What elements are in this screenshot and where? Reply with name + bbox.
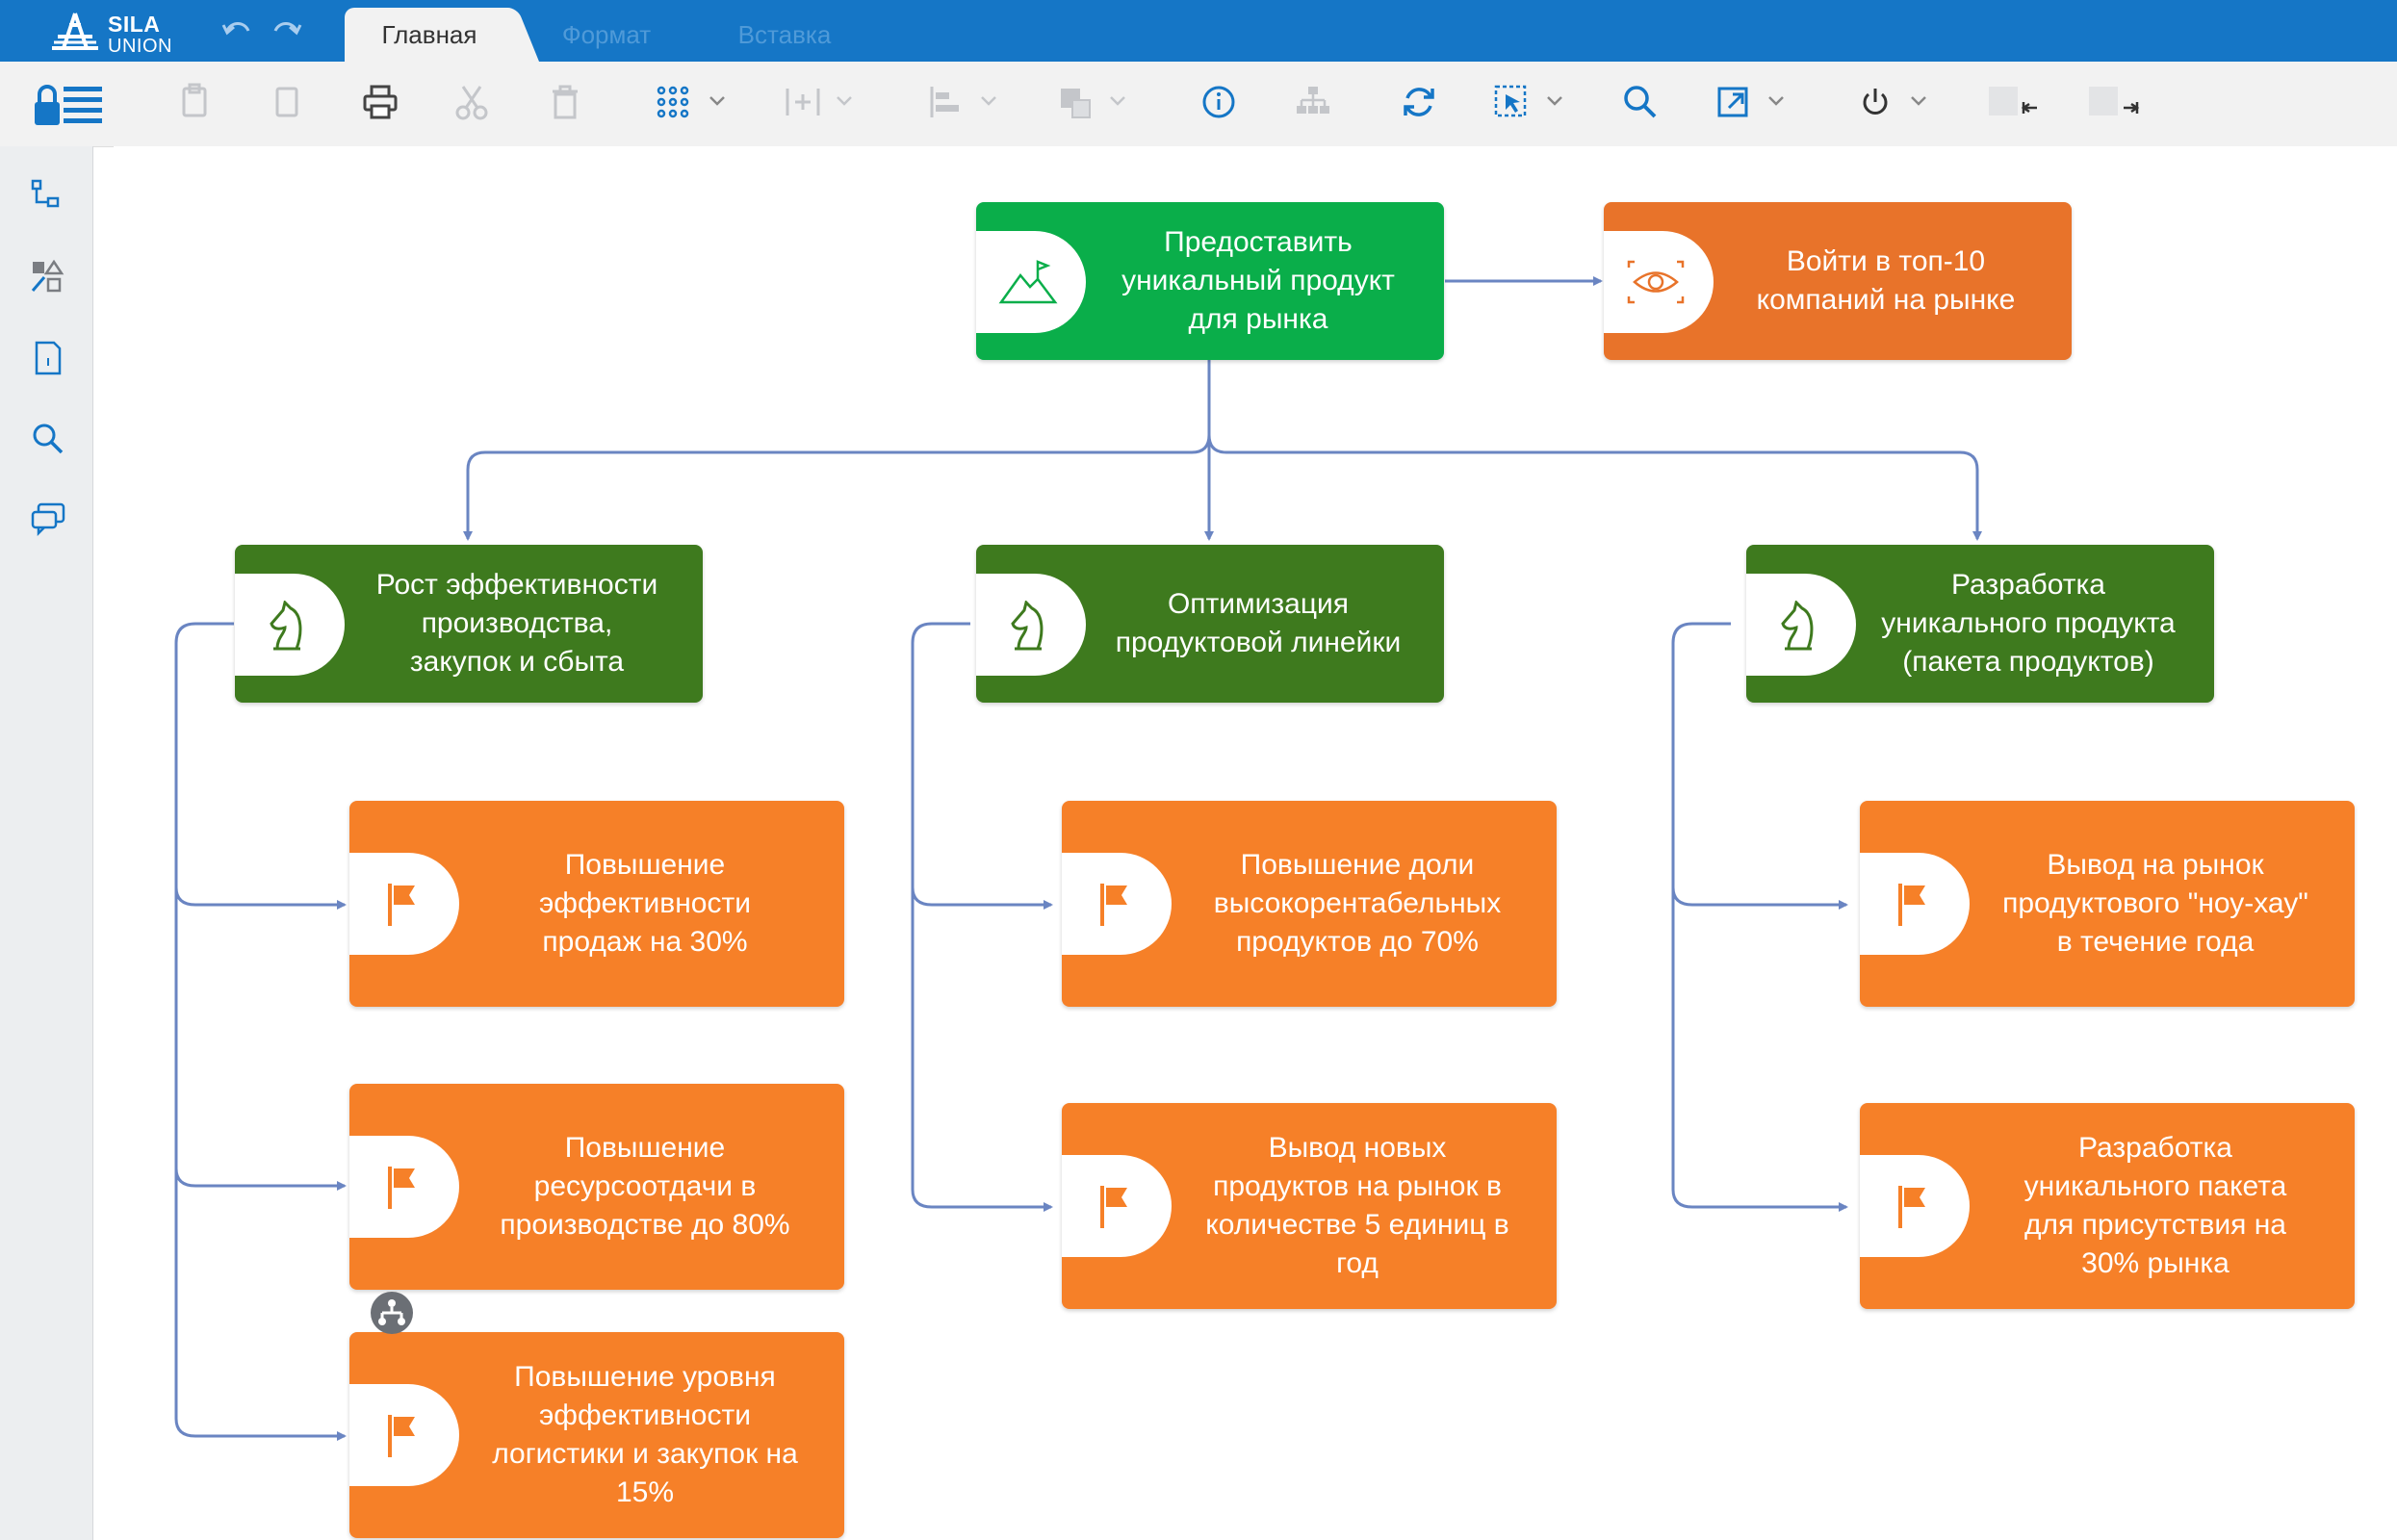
- undo-icon[interactable]: [219, 13, 254, 44]
- vision-node[interactable]: Войти в топ-10 компаний на рынке: [1604, 202, 2072, 360]
- print-icon[interactable]: [362, 83, 399, 125]
- flag-icon: [1898, 884, 1925, 926]
- redo-icon[interactable]: [270, 13, 304, 44]
- ribbon-toolbar: [0, 62, 2397, 147]
- chevron-down-icon[interactable]: [1767, 94, 1785, 112]
- align-icon[interactable]: [928, 83, 967, 125]
- tab-insert[interactable]: Вставка: [737, 20, 832, 49]
- node-label: Повышение уровня эффективности логистики…: [492, 1361, 798, 1508]
- node-label: Рост эффективности производства, закупок…: [375, 569, 658, 678]
- logo-line1: SILA: [108, 12, 161, 37]
- node-label: Вывод на рынок продуктового "ноу-хау" в …: [2002, 849, 2308, 958]
- tab-format[interactable]: Формат: [561, 20, 652, 49]
- node-label: Войти в топ-10 компаний на рынке: [1756, 245, 2016, 316]
- chevron-down-icon[interactable]: [980, 94, 997, 112]
- node-label: Разработка уникального продукта (пакета …: [1881, 569, 2176, 678]
- task-node[interactable]: Повышение уровня эффективности логистики…: [349, 1332, 844, 1538]
- node-label: Повышение ресурсоотдачи в производстве д…: [500, 1132, 790, 1241]
- task-node[interactable]: Повышение ресурсоотдачи в производстве д…: [349, 1084, 844, 1290]
- select-icon[interactable]: [1492, 83, 1531, 125]
- delete-icon[interactable]: [549, 83, 581, 125]
- title-bar: SILA UNION Главная Формат Вставка: [0, 0, 2397, 62]
- node-label: Оптимизация продуктовой линейки: [1115, 588, 1402, 658]
- tree-icon[interactable]: [29, 177, 67, 216]
- chess-knight-icon: [1011, 601, 1044, 651]
- left-side-panel: [0, 146, 93, 1540]
- app-logo: SILA UNION: [48, 10, 183, 58]
- flag-icon: [388, 1167, 415, 1209]
- flag-icon: [1100, 1186, 1127, 1228]
- tab-home[interactable]: Главная: [345, 8, 514, 62]
- mountain-flag-icon: [998, 260, 1058, 304]
- chevron-down-icon[interactable]: [836, 94, 853, 112]
- flag-icon: [388, 884, 415, 926]
- node-label: Вывод новых продуктов на рынок в количес…: [1205, 1132, 1509, 1279]
- info-icon[interactable]: [1199, 83, 1238, 125]
- comments-icon[interactable]: [29, 500, 67, 539]
- chevron-down-icon[interactable]: [1546, 94, 1563, 112]
- strategy-node[interactable]: Разработка уникального продукта (пакета …: [1746, 545, 2214, 703]
- task-node[interactable]: Повышение доли высокорентабельных продук…: [1062, 801, 1557, 1007]
- node-label: Повышение доли высокорентабельных продук…: [1213, 849, 1502, 958]
- flag-icon: [388, 1415, 415, 1457]
- chevron-down-icon[interactable]: [1910, 94, 1927, 112]
- task-node[interactable]: Разработка уникального пакета для присут…: [1860, 1103, 2355, 1309]
- node-label: Разработка уникального пакета для присут…: [2023, 1132, 2287, 1279]
- goal-root-node[interactable]: Предоставить уникальный продукт для рынк…: [976, 202, 1444, 360]
- indent-right-icon[interactable]: [2087, 83, 2141, 125]
- chess-knight-icon: [270, 601, 302, 651]
- sila-logo-icon: [52, 13, 98, 50]
- paste-icon[interactable]: [179, 83, 212, 125]
- node-label: Предоставить уникальный продукт для рынк…: [1121, 226, 1395, 335]
- flag-icon: [1898, 1186, 1925, 1228]
- shapes-icon[interactable]: [29, 258, 67, 296]
- task-node[interactable]: Повышение эффективности продаж на 30%: [349, 801, 844, 1007]
- node-label: Повышение эффективности продаж на 30%: [538, 849, 751, 958]
- page-icon[interactable]: [29, 339, 67, 377]
- chess-knight-icon: [1781, 601, 1814, 651]
- lock-list-icon[interactable]: [33, 81, 106, 125]
- task-node[interactable]: Вывод на рынок продуктового "ноу-хау" в …: [1860, 801, 2355, 1007]
- connector-lines: [174, 276, 1982, 1441]
- grid-icon[interactable]: [655, 83, 691, 125]
- logo-line2: UNION: [108, 36, 172, 57]
- copy-icon[interactable]: [271, 83, 304, 125]
- arrange-icon[interactable]: [1057, 83, 1095, 125]
- hierarchy-icon[interactable]: [1294, 83, 1332, 125]
- chevron-down-icon[interactable]: [1109, 94, 1126, 112]
- cut-icon[interactable]: [454, 83, 489, 125]
- export-icon[interactable]: [1715, 83, 1754, 125]
- diagram-canvas[interactable]: Предоставить уникальный продукт для рынк…: [114, 146, 2397, 1540]
- insert-column-icon[interactable]: [784, 83, 822, 125]
- eye-icon: [1627, 260, 1685, 304]
- flag-icon: [1100, 884, 1127, 926]
- power-icon[interactable]: [1856, 83, 1894, 125]
- refresh-icon[interactable]: [1400, 83, 1438, 125]
- search-icon[interactable]: [29, 420, 67, 458]
- strategy-node[interactable]: Рост эффективности производства, закупок…: [235, 545, 703, 703]
- task-node[interactable]: Вывод новых продуктов на рынок в количес…: [1062, 1103, 1557, 1309]
- search-icon[interactable]: [1621, 83, 1660, 125]
- chevron-down-icon[interactable]: [709, 94, 726, 112]
- strategy-node[interactable]: Оптимизация продуктовой линейки: [976, 545, 1444, 703]
- indent-left-icon[interactable]: [1987, 83, 2041, 125]
- node-menu-icon[interactable]: [369, 1290, 415, 1336]
